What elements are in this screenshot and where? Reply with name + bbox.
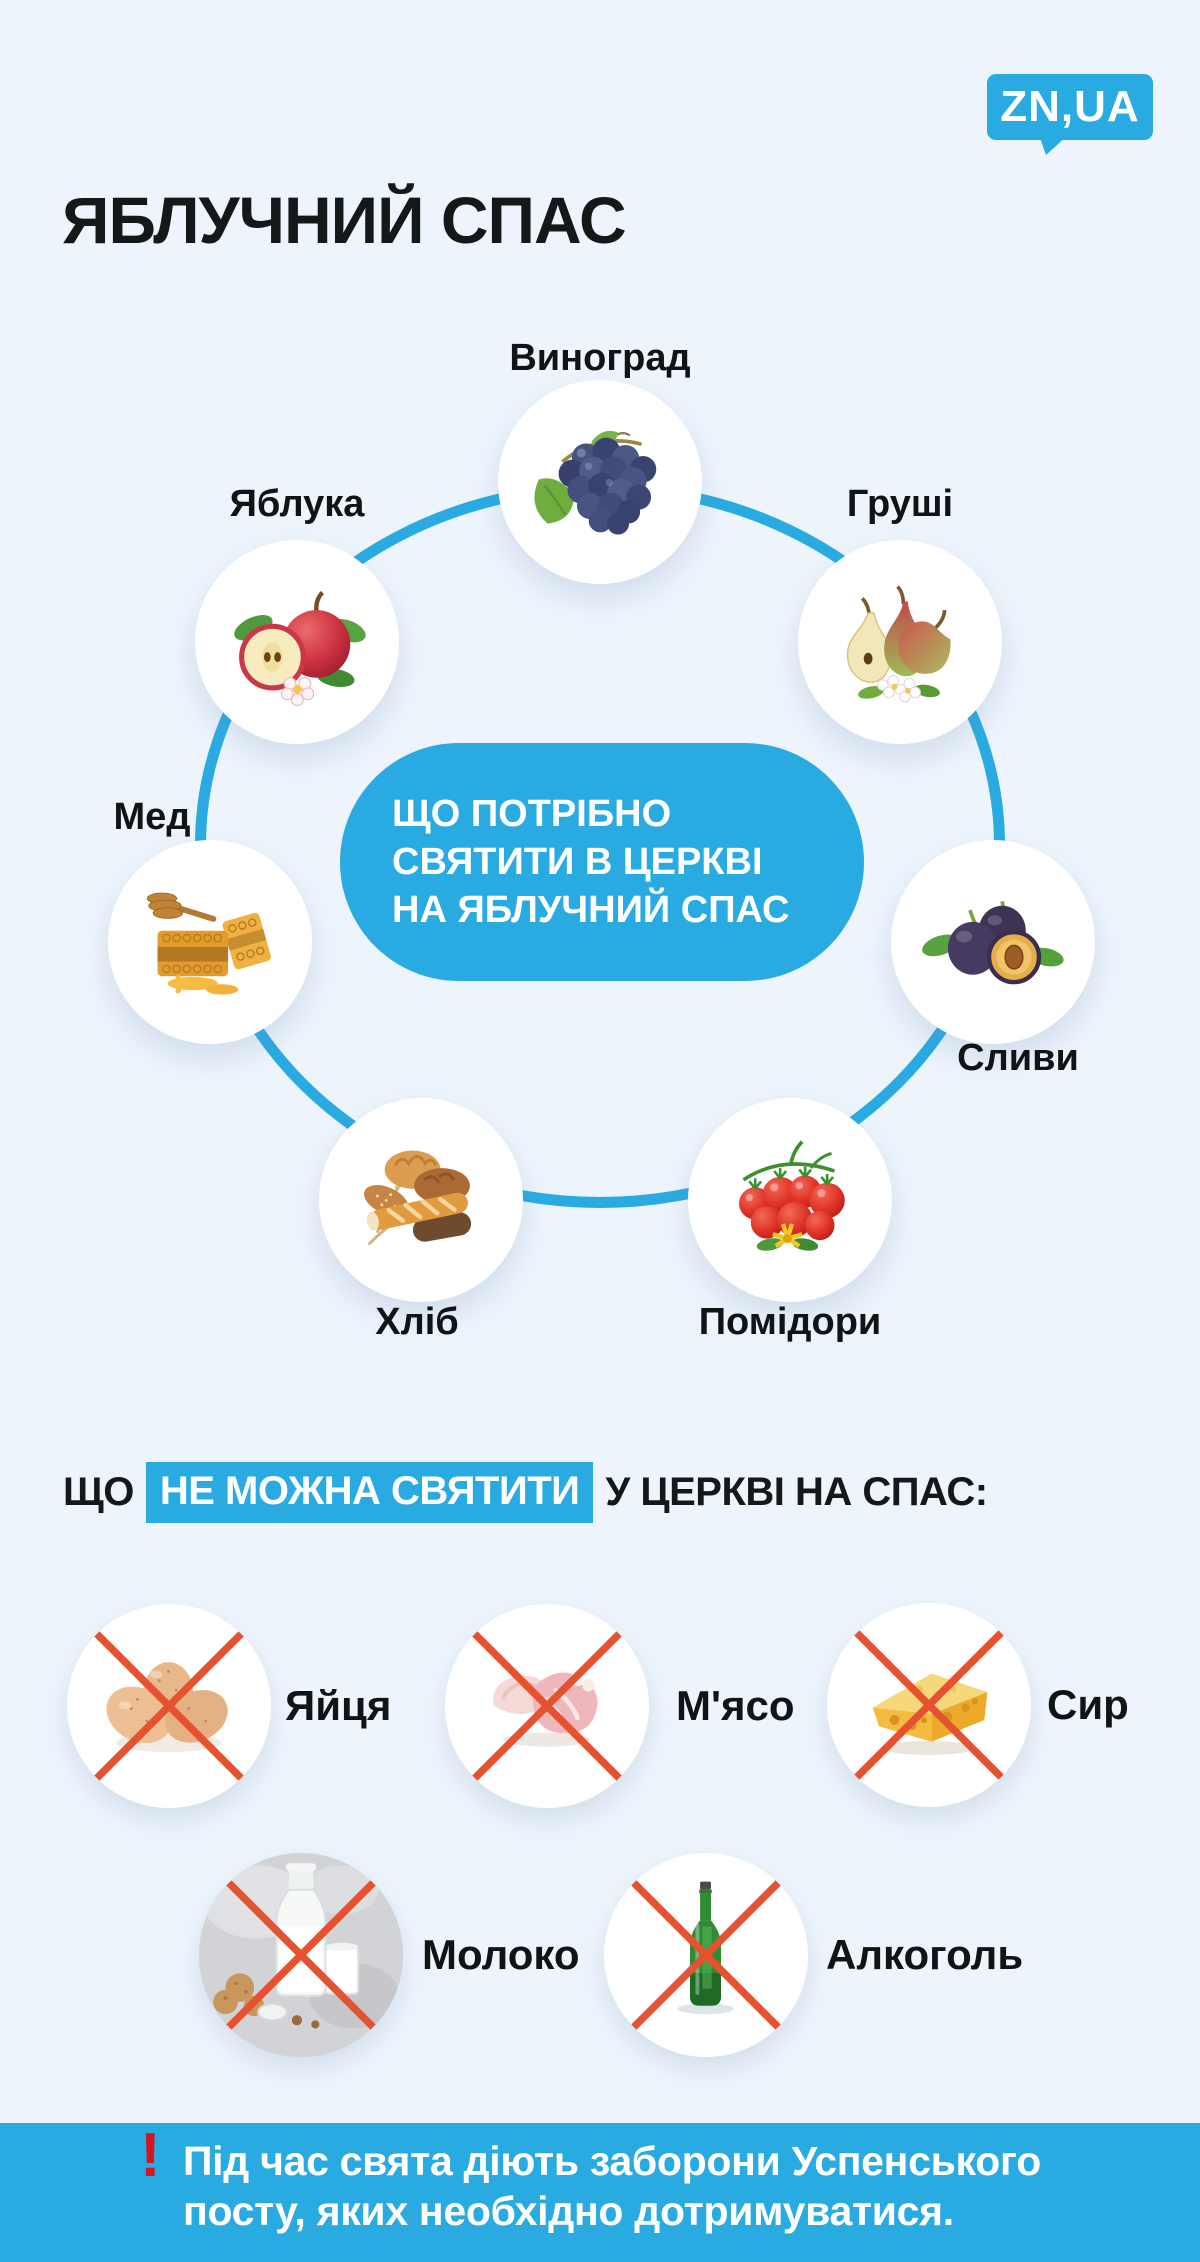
ban-label-alcohol: Алкоголь (826, 1931, 1024, 1978)
diagram-center-text: ЩО ПОТРІБНО СВЯТИТИ В ЦЕРКВІ НА ЯБЛУЧНИЙ… (392, 793, 790, 931)
ban-circle-milk (199, 1853, 403, 2057)
exclamation-icon: ! (140, 2121, 161, 2190)
ban-circle-alcohol (604, 1853, 808, 2057)
forbidden-heading: ЩО НЕ МОЖНА СВЯТИТИ У ЦЕРКВІ НА СПАС: (63, 1461, 988, 1523)
eggs-icon (106, 1662, 229, 1753)
cross-icon (630, 1879, 782, 2031)
food-label-tomatoes: Помідори (698, 1301, 882, 1343)
tomatoes-icon (738, 1139, 845, 1251)
forbidden-heading-suffix: У ЦЕРКВІ НА СПАС: (605, 1469, 988, 1514)
ban-label-meat: М'ясо (676, 1682, 795, 1729)
ban-label-milk: Молоко (422, 1931, 580, 1978)
plums-icon (921, 900, 1064, 984)
food-label-plums: Сливи (957, 1037, 1079, 1079)
food-circle-plums (891, 840, 1095, 1044)
cross-icon (93, 1630, 245, 1782)
page-title: ЯБЛУЧНИЙ СПАС (62, 183, 627, 257)
food-label-apples: Яблука (229, 483, 365, 525)
grapes-icon (534, 430, 656, 535)
food-circle-pears (798, 540, 1002, 744)
food-circle-honey (108, 840, 312, 1044)
ban-label-cheese: Сир (1047, 1681, 1129, 1728)
food-label-honey: Мед (113, 796, 191, 838)
forbidden-heading-prefix: ЩО (63, 1469, 134, 1514)
cross-icon (471, 1630, 623, 1782)
znua-logo: ZN,UA (987, 74, 1153, 155)
forbidden-heading-highlight: НЕ МОЖНА СВЯТИТИ (145, 1461, 594, 1523)
honey-icon (146, 892, 271, 995)
food-circle-bread (319, 1098, 523, 1302)
znua-logo-tail (1039, 135, 1068, 155)
food-label-pears: Груші (846, 483, 954, 525)
cross-icon (225, 1879, 377, 2031)
meat-icon (493, 1672, 598, 1748)
apples-icon (233, 590, 366, 706)
food-circle-apples (195, 540, 399, 744)
food-label-grapes: Виноград (509, 337, 691, 379)
ban-circle-eggs (67, 1604, 271, 1808)
footer-banner: ! Під час свята діють заборони Успенсько… (0, 2123, 1200, 2262)
diagram-center-callout: ЩО ПОТРІБНО СВЯТИТИ В ЦЕРКВІ НА ЯБЛУЧНИЙ… (340, 743, 864, 981)
food-label-bread: Хліб (375, 1301, 459, 1343)
ban-label-eggs: Яйця (285, 1682, 392, 1729)
food-circle-grapes (498, 380, 702, 584)
cross-icon (853, 1629, 1005, 1781)
bread-icon (363, 1150, 471, 1246)
cheese-icon (873, 1673, 988, 1756)
pears-icon (846, 584, 951, 703)
food-circle-tomatoes (688, 1098, 892, 1302)
ban-circle-cheese (827, 1603, 1031, 1807)
footer-text: Під час свята діють заборони Успенського… (183, 2138, 1041, 2234)
ban-circle-meat (445, 1604, 649, 1808)
znua-logo-text: ZN,UA (1000, 82, 1140, 131)
